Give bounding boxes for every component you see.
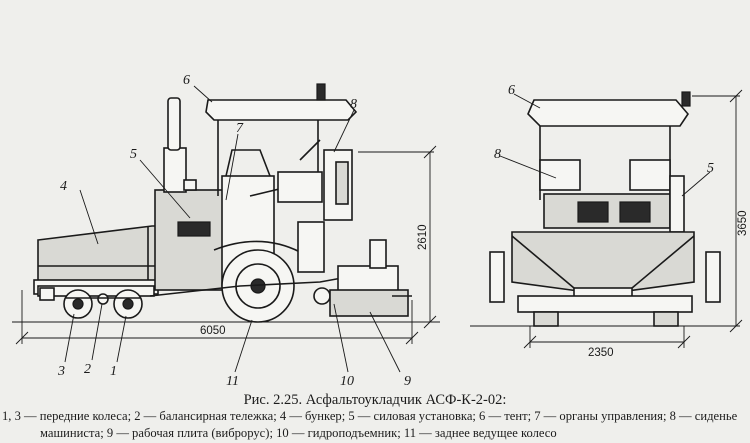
front-canopy (527, 99, 690, 127)
label-8: 8 (350, 97, 357, 112)
leaders-side (64, 85, 401, 373)
front-view: 6 8 5 2350 3650 (470, 83, 749, 359)
front-hopper (511, 231, 695, 299)
hopper (33, 225, 159, 295)
front-label-5: 5 (707, 161, 714, 176)
front-bogie (37, 285, 155, 319)
dim-length-value: 6050 (200, 325, 226, 337)
label-7: 7 (236, 121, 244, 136)
operator-station (225, 139, 353, 221)
front-beacon (681, 91, 691, 107)
front-label-6: 6 (508, 83, 515, 98)
screed (149, 221, 412, 317)
label-1: 1 (110, 364, 117, 379)
label-4: 4 (60, 179, 67, 194)
figure-caption-title: Рис. 2.25. Асфальтоукладчик АСФ-К-2-02: (243, 392, 507, 408)
label-10: 10 (340, 374, 354, 389)
dim-width (523, 326, 691, 349)
label-2: 2 (84, 362, 91, 377)
label-11: 11 (226, 374, 239, 389)
canopy (205, 83, 358, 196)
label-3: 3 (57, 364, 65, 379)
dim-height-side (358, 145, 437, 329)
rear-wheel (213, 240, 301, 323)
figure-legend-line-1: 1, 3 — передние колеса; 2 — балансирная … (2, 409, 738, 423)
figure-legend-line-2: машиниста; 9 — рабочая плита (виброрус);… (40, 426, 557, 440)
label-5: 5 (130, 147, 137, 162)
dim-height-side-value: 2610 (417, 224, 429, 250)
front-upper-body (539, 159, 685, 233)
front-label-8: 8 (494, 147, 501, 162)
label-9: 9 (404, 374, 411, 389)
dim-width-value: 2350 (588, 347, 614, 359)
front-chassis (489, 251, 721, 327)
dim-height-total-value: 3650 (737, 210, 749, 236)
dim-length (15, 290, 419, 345)
label-6: 6 (183, 73, 190, 88)
technical-drawing: 3 2 1 4 5 6 7 8 9 10 11 6050 2610 (12, 73, 749, 389)
side-view: 3 2 1 4 5 6 7 8 9 10 11 6050 2610 (12, 73, 440, 389)
dim-height-total (692, 89, 743, 333)
